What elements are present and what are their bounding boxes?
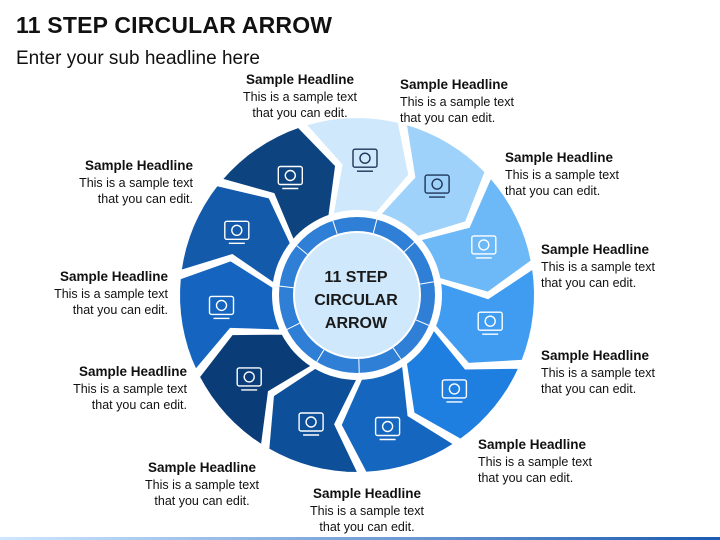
step-headline: Sample Headline xyxy=(541,348,650,363)
hub-divider xyxy=(392,347,402,360)
page-title: 11 STEP CIRCULAR ARROW xyxy=(16,12,333,38)
step-label-5: Sample Headline This is a sample text th… xyxy=(541,347,720,397)
step-label-2: Sample Headline This is a sample text th… xyxy=(400,76,580,126)
arrow-segment-10 xyxy=(179,184,293,286)
step-text-line: This is a sample text xyxy=(73,382,187,396)
arrow-segment-5 xyxy=(404,327,522,441)
step-text-line: that you can edit. xyxy=(252,106,348,120)
step-text-line: This is a sample text xyxy=(79,176,193,190)
step-headline: Sample Headline xyxy=(505,150,614,165)
people-network-icon xyxy=(352,148,378,172)
step-headline: Sample Headline xyxy=(78,364,187,379)
hub-divider xyxy=(279,285,294,289)
center-line-2: CIRCULAR xyxy=(314,292,398,309)
hub-divider xyxy=(419,281,434,285)
center-line-1: 11 STEP xyxy=(324,269,388,286)
step-text-line: that you can edit. xyxy=(72,303,168,317)
step-label-10: Sample Headline This is a sample text th… xyxy=(0,268,168,318)
flower-grid-icon xyxy=(471,235,497,259)
step-headline: Sample Headline xyxy=(312,486,422,501)
thumbs-up-smile-icon xyxy=(477,311,503,335)
step-text-line: This is a sample text xyxy=(505,168,619,182)
step-label-11: Sample Headline This is a sample text th… xyxy=(13,157,193,207)
page-subtitle: Enter your sub headline here xyxy=(16,48,260,69)
step-text-line: that you can edit. xyxy=(541,276,637,290)
step-headline: Sample Headline xyxy=(84,158,193,173)
shapes-cycle-icon xyxy=(374,416,401,441)
step-text-line: that you can edit. xyxy=(97,192,193,206)
hub-divider xyxy=(316,349,325,363)
step-text-line: that you can edit. xyxy=(541,382,637,396)
coins-dollar-icon xyxy=(236,367,262,391)
bottom-accent-bar xyxy=(0,537,720,540)
step-text-line: This is a sample text xyxy=(478,455,592,469)
step-text-line: that you can edit. xyxy=(319,520,415,534)
arrow-segment-1 xyxy=(303,116,411,216)
step-text-line: This is a sample text xyxy=(54,287,168,301)
arrow-segment-6 xyxy=(339,363,457,474)
step-text-line: This is a sample text xyxy=(243,90,357,104)
step-text-line: that you can edit. xyxy=(505,184,601,198)
arrow-segment-9 xyxy=(178,259,283,373)
hub-divider xyxy=(286,322,300,330)
documents-icon xyxy=(208,295,235,320)
center-line-3: ARROW xyxy=(324,315,388,332)
step-label-7: Sample Headline This is a sample text th… xyxy=(277,485,457,535)
step-text-line: This is a sample text xyxy=(541,260,655,274)
podium-speaker-icon xyxy=(424,174,450,198)
step-label-9: Sample Headline This is a sample text th… xyxy=(7,363,187,413)
step-text-line: that you can edit. xyxy=(400,111,496,125)
step-label-6: Sample Headline This is a sample text th… xyxy=(478,436,658,486)
step-label-3: Sample Headline This is a sample text th… xyxy=(505,149,685,199)
step-text-line: This is a sample text xyxy=(310,504,424,518)
hub-divider xyxy=(372,219,378,234)
step-text-line: that you can edit. xyxy=(154,494,250,508)
step-label-1: Sample Headline This is a sample text th… xyxy=(210,71,390,121)
step-headline: Sample Headline xyxy=(147,460,257,475)
step-headline: Sample Headline xyxy=(400,77,509,92)
step-label-4: Sample Headline This is a sample text th… xyxy=(541,241,720,291)
step-text-line: that you can edit. xyxy=(91,398,187,412)
step-text-line: that you can edit. xyxy=(478,471,574,485)
arrow-segment-3 xyxy=(418,175,533,294)
video-network-icon xyxy=(224,220,250,245)
hub-divider xyxy=(296,245,308,255)
arrow-segment-4 xyxy=(433,266,537,365)
disco-ball-icon xyxy=(441,379,468,403)
center-hub xyxy=(279,217,435,373)
step-text-line: This is a sample text xyxy=(145,478,259,492)
step-headline: Sample Headline xyxy=(245,72,355,87)
step-text-line: This is a sample text xyxy=(400,95,514,109)
arrow-segments xyxy=(178,116,537,475)
hub-disc xyxy=(293,231,421,359)
center-title: 11 STEP CIRCULAR ARROW xyxy=(296,266,416,335)
team-meeting-icon xyxy=(298,412,324,436)
hub-divider xyxy=(403,241,415,253)
chart-board-icon xyxy=(277,165,303,190)
step-label-8: Sample Headline This is a sample text th… xyxy=(112,459,292,509)
step-headline: Sample Headline xyxy=(478,437,587,452)
step-text-line: This is a sample text xyxy=(541,366,655,380)
step-headline: Sample Headline xyxy=(541,242,650,257)
segment-icons xyxy=(208,148,503,441)
arrow-segment-7 xyxy=(267,366,361,475)
hub-divider xyxy=(332,220,338,235)
step-headline: Sample Headline xyxy=(59,269,168,284)
hub-divider xyxy=(415,319,430,326)
